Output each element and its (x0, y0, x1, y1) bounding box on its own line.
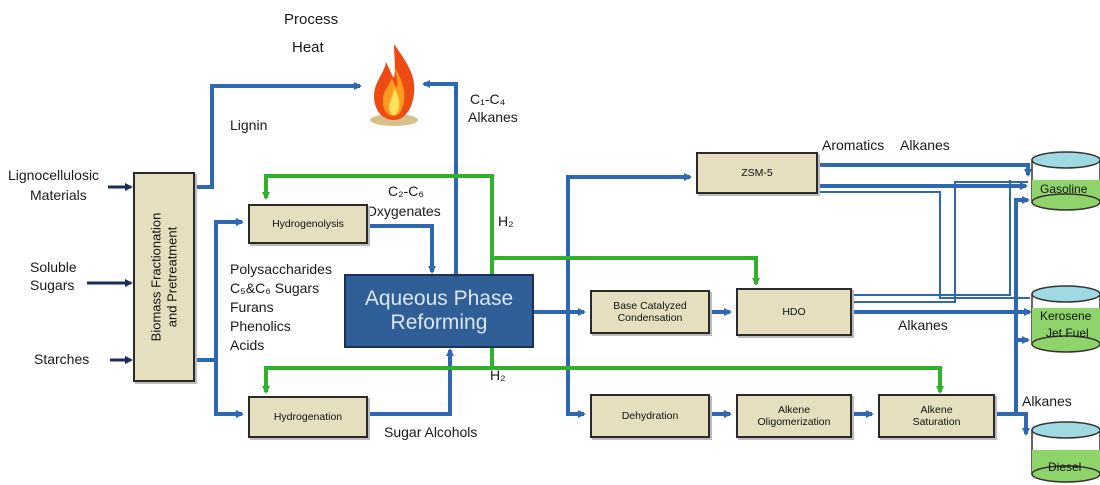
apr-line-1: Aqueous Phase (364, 286, 514, 310)
input-arrows (87, 183, 133, 364)
fractionation-line-2: and Pretreatment (164, 226, 179, 328)
process-heat-label-2: Heat (292, 39, 324, 56)
intermediate-acids: Acids (230, 337, 265, 353)
alkanes-right-label: Alkanes (1022, 393, 1072, 409)
c2-c6-label-2: Oxygenates (366, 203, 441, 219)
lignocellulosic-label-2: Materials (30, 187, 87, 203)
blue-flow-lines (195, 80, 1032, 436)
hydrogenation-box: Hydrogenation (248, 396, 368, 438)
intermediate-polysaccharides: Polysaccharides (230, 261, 332, 277)
intermediate-sugars: C₅&C₆ Sugars (230, 280, 320, 296)
base-line-1: Base Catalyzed (613, 299, 687, 312)
starches-label: Starches (34, 351, 90, 367)
thin-blue-links (818, 180, 1030, 303)
aromatics-label: Aromatics (822, 137, 885, 153)
dehydration-box: Dehydration (590, 394, 710, 438)
intermediate-phenolics: Phenolics (230, 318, 291, 334)
aqueous-phase-reforming-box: Aqueous Phase Reforming (344, 274, 534, 348)
alkanes-mid-label: Alkanes (898, 317, 948, 333)
process-heat-label-1: Process (284, 11, 339, 28)
oligo-line-1: Alkene (777, 403, 811, 416)
apr-line-2: Reforming (390, 311, 488, 334)
biomass-fractionation-box: Biomass Fractionation and Pretreatment (133, 172, 195, 382)
base-line-2: Condensation (617, 312, 683, 324)
sat-line-1: Alkene (920, 403, 953, 416)
intermediate-furans: Furans (230, 299, 274, 315)
hydrogenolysis-box: Hydrogenolysis (248, 204, 368, 244)
gasoline-label: Gasoline (1040, 182, 1088, 196)
base-condensation-box: Base Catalyzed Condensation (590, 290, 710, 334)
sat-line-2: Saturation (912, 416, 961, 428)
oligo-line-2: Oligomerization (757, 416, 831, 428)
jet-fuel-label: Jet Fuel (1046, 326, 1089, 340)
alkene-oligomerization-box: Alkene Oligomerization (736, 394, 852, 438)
alkanes-top-label: Alkanes (900, 137, 950, 153)
sugar-alcohols-label: Sugar Alcohols (384, 424, 478, 440)
soluble-sugars-label-1: Soluble (30, 259, 77, 275)
c1-c4-label-2: Alkanes (468, 109, 518, 125)
gasoline-tank-icon (1031, 151, 1100, 211)
kerosene-label: Kerosene (1040, 309, 1092, 323)
lignin-label: Lignin (230, 117, 268, 133)
biomass-fractionation-text: Biomass Fractionation and Pretreatment (148, 213, 179, 342)
c1-c4-label-1: C₁-C₄ (470, 91, 506, 107)
diesel-tank-icon (1031, 421, 1100, 483)
lignocellulosic-label-1: Lignocellulosic (8, 167, 100, 183)
green-h2-lines (262, 174, 944, 394)
fractionation-line-1: Biomass Fractionation (148, 212, 164, 342)
diesel-label: Diesel (1048, 460, 1082, 474)
c2-c6-label-1: C₂-C₆ (388, 183, 424, 199)
h2-top-label: H₂ (498, 213, 514, 229)
h2-bottom-label: H₂ (490, 367, 506, 383)
alkene-saturation-box: Alkene Saturation (878, 394, 995, 438)
soluble-sugars-label-2: Sugars (30, 277, 75, 293)
flame-icon (370, 44, 418, 126)
hdo-box: HDO (736, 288, 852, 336)
kerosene-tank-icon (1031, 285, 1100, 353)
zsm5-box: ZSM-5 (696, 152, 818, 194)
